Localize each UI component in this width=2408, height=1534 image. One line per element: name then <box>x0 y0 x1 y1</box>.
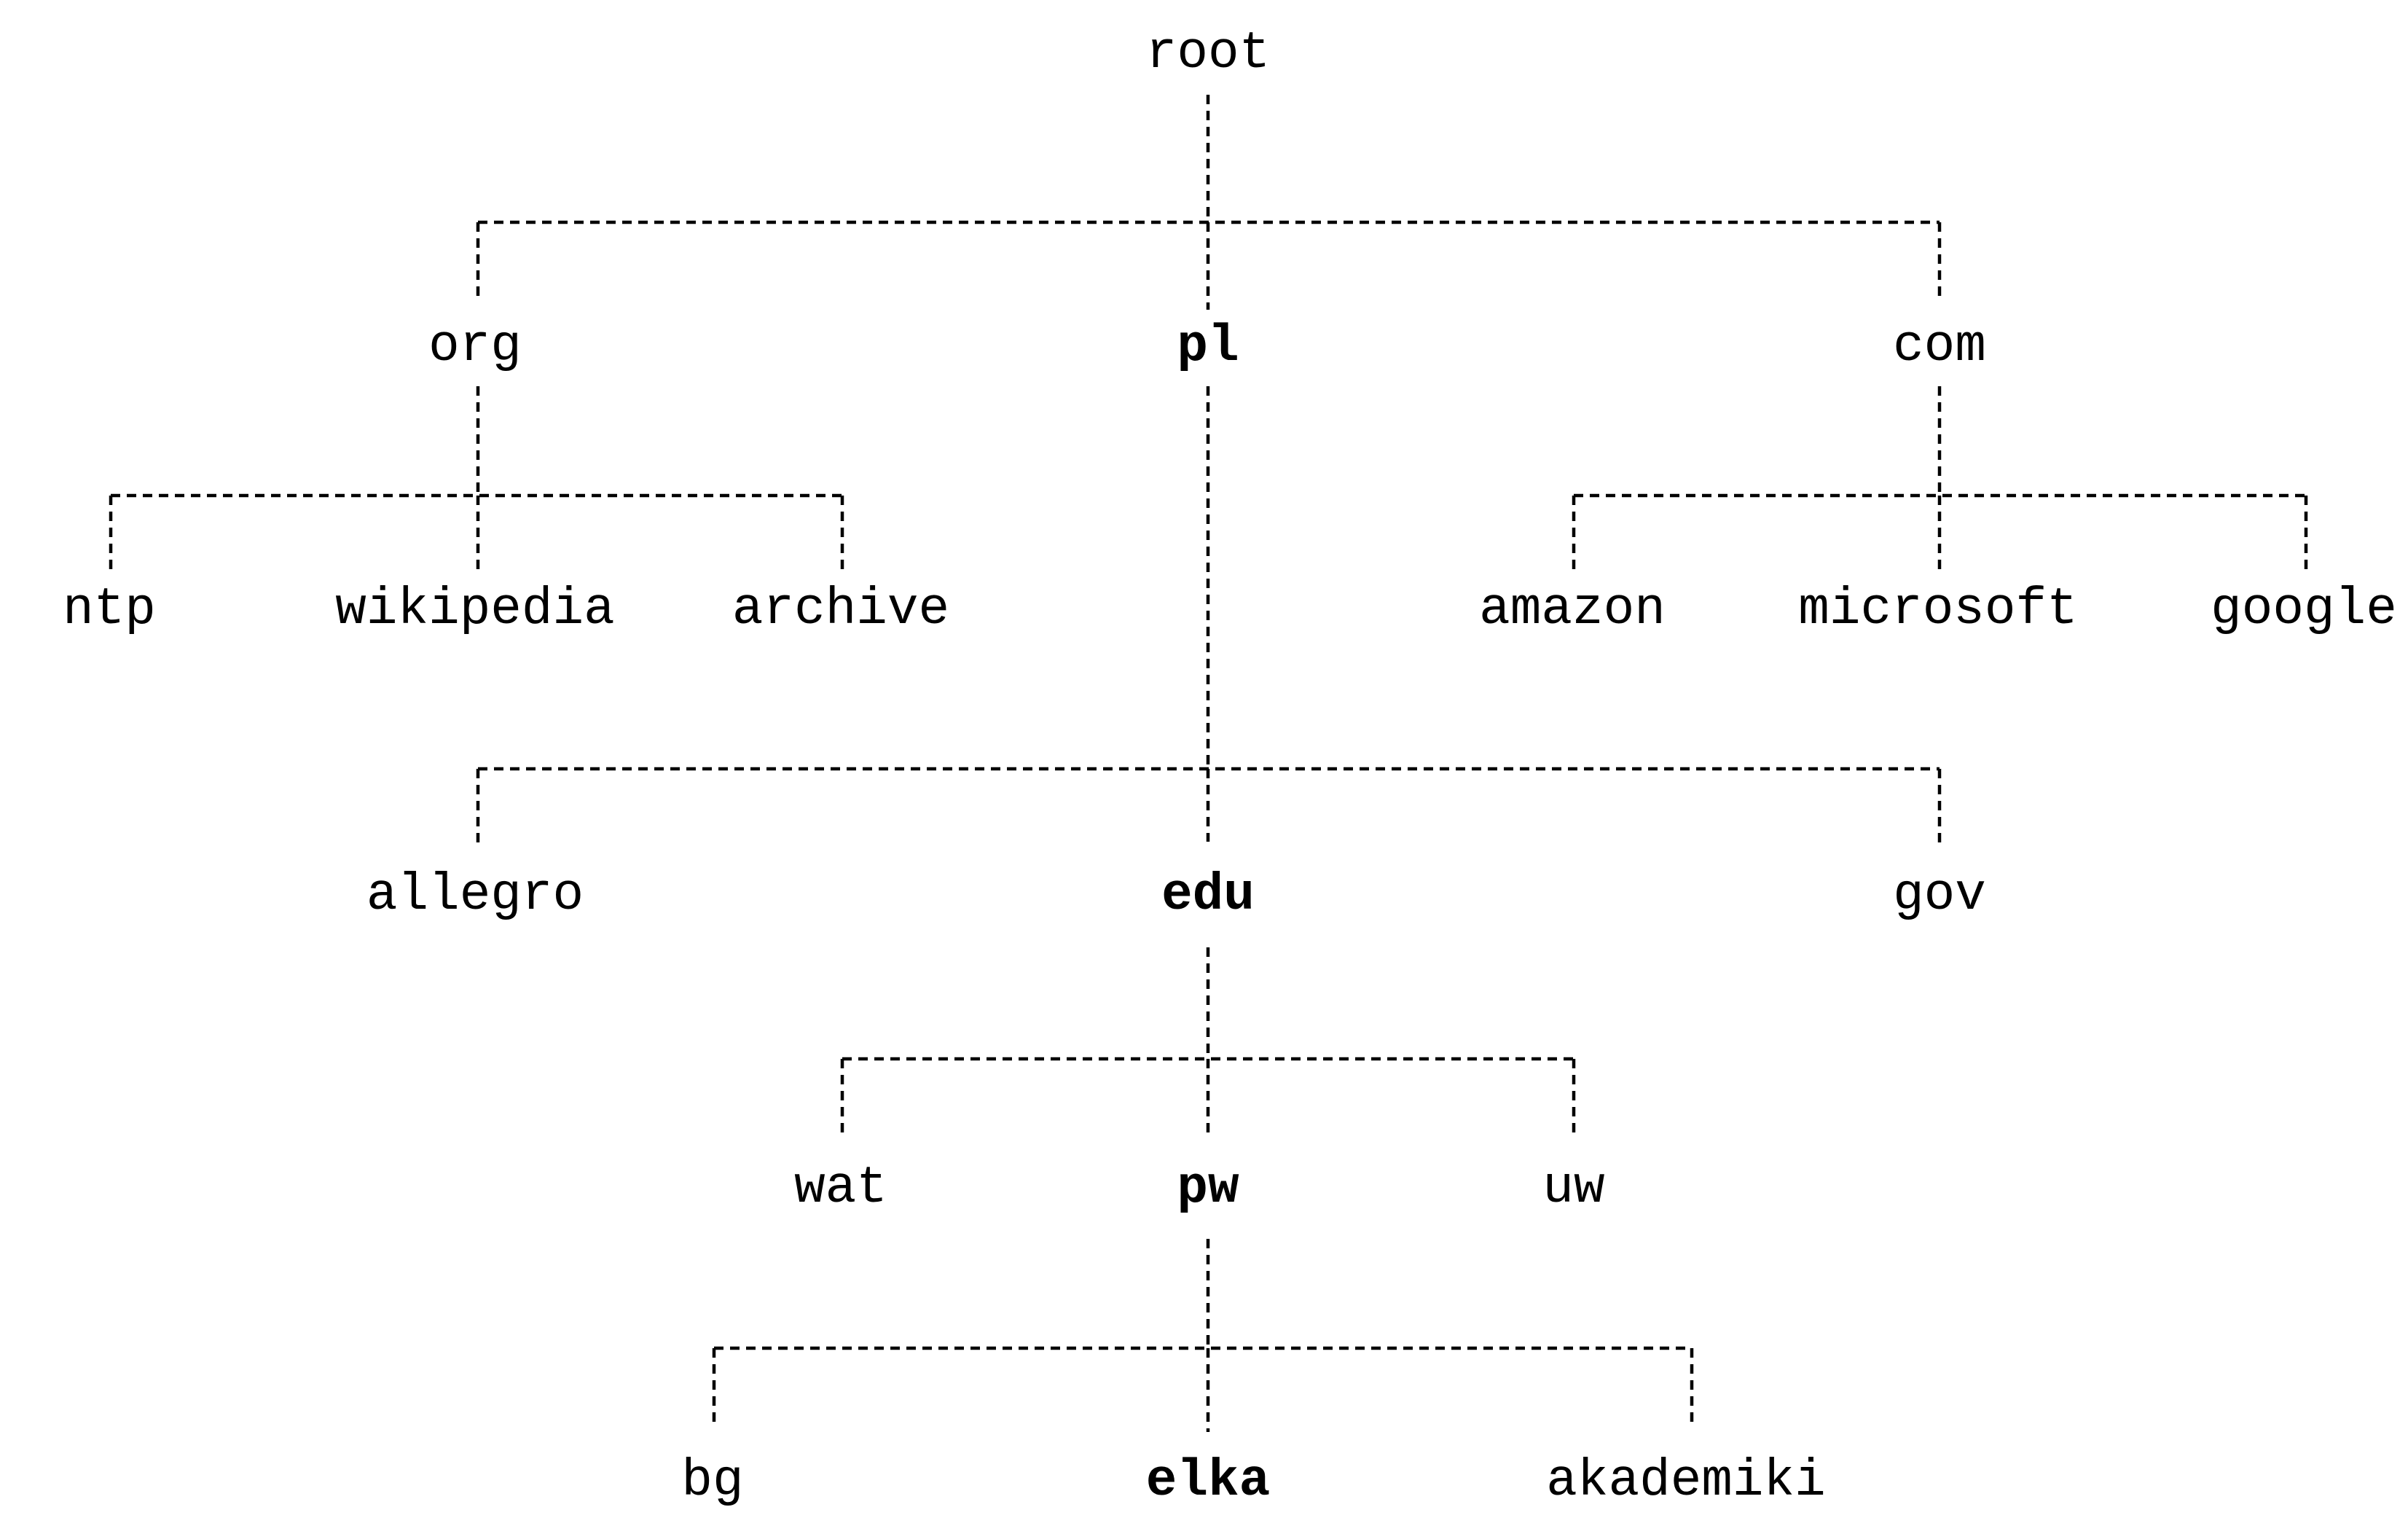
edges-edu <box>840 947 1576 1137</box>
edges-org <box>109 386 844 572</box>
node-microsoft: microsoft <box>1798 581 2077 639</box>
node-elka: elka <box>1146 1452 1270 1511</box>
edges-root <box>476 95 1942 310</box>
node-uw: uw <box>1542 1159 1604 1218</box>
node-com: com <box>1893 318 1986 376</box>
node-root: root <box>1146 25 1270 83</box>
edges-pl <box>476 386 1942 849</box>
edges-pw <box>712 1239 1694 1432</box>
node-bg: bg <box>681 1452 743 1511</box>
node-ntp: ntp <box>63 581 156 639</box>
node-edu: edu <box>1161 866 1255 925</box>
edges-com <box>1572 386 2308 572</box>
node-pl: pl <box>1177 318 1239 376</box>
node-wat: wat <box>794 1159 887 1218</box>
node-akademiki: akademiki <box>1546 1452 1825 1511</box>
node-gov: gov <box>1893 866 1986 925</box>
node-allegro: allegro <box>366 866 584 925</box>
node-wikipedia: wikipedia <box>335 581 614 639</box>
node-org: org <box>428 318 522 376</box>
node-archive: archive <box>732 581 949 639</box>
node-amazon: amazon <box>1479 581 1666 639</box>
node-labels: root org pl com ntp wikipedia archive am… <box>63 25 2397 1511</box>
node-pw: pw <box>1177 1159 1239 1218</box>
node-google: google <box>2211 581 2397 639</box>
